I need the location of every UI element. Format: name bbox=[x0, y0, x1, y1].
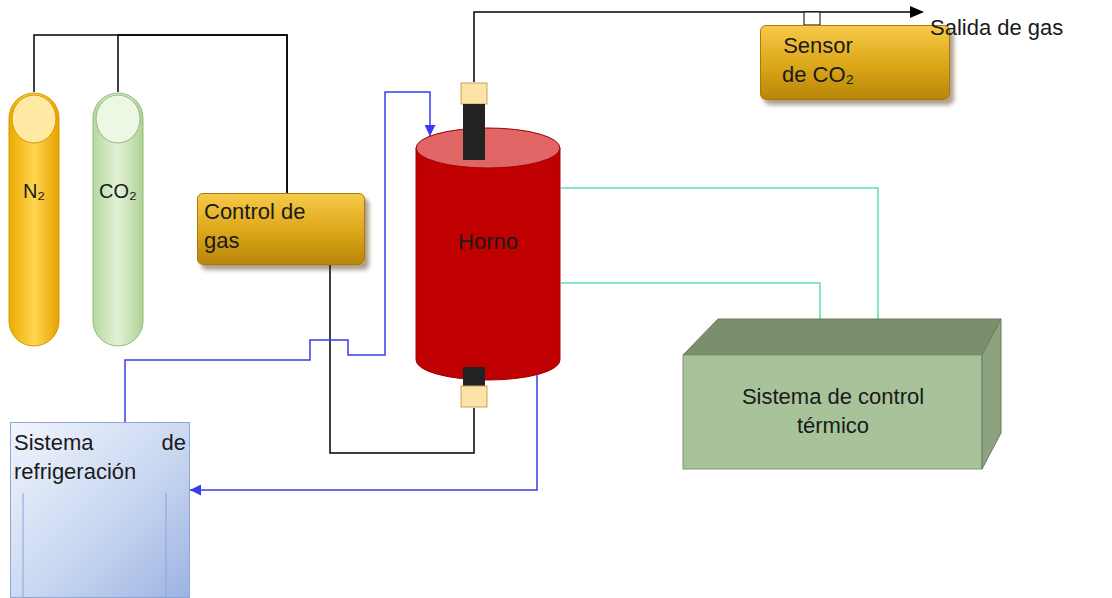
node-text: Horno bbox=[415, 228, 561, 257]
node-text: CO₂ bbox=[92, 178, 144, 204]
node-text: Sensor de CO₂ bbox=[771, 32, 865, 89]
furnace-cylinder: Horno bbox=[415, 82, 561, 408]
text-group: N₂ bbox=[8, 178, 60, 204]
node-text: N₂ bbox=[8, 178, 60, 204]
connector bbox=[561, 188, 878, 319]
gas-cylinder: N₂ bbox=[8, 92, 60, 347]
text-group: Sistema de refrigeración bbox=[14, 429, 186, 486]
connector bbox=[561, 283, 820, 319]
gas-cylinder: CO₂ bbox=[92, 92, 144, 347]
sensor-tap bbox=[804, 12, 820, 25]
text-group: Sistema de control térmico bbox=[722, 383, 944, 440]
gas-outlet-arrowhead bbox=[910, 6, 924, 18]
control-box-3d: Sistema de control térmico bbox=[680, 318, 1002, 470]
node-text: Control de gas bbox=[204, 198, 332, 255]
gas-cylinder-shape bbox=[92, 92, 144, 347]
connector bbox=[125, 92, 430, 422]
text-group: Control de gas bbox=[204, 198, 332, 255]
connector bbox=[190, 375, 537, 490]
gas-cylinder-shape bbox=[8, 92, 60, 347]
sensor-box: Sensor de CO₂ bbox=[760, 25, 950, 100]
gas-outlet-line bbox=[812, 11, 912, 13]
cooling-unit: Sistema de refrigeración bbox=[10, 422, 190, 598]
text-group: Horno bbox=[415, 228, 561, 257]
text-group: Sensor de CO₂ bbox=[771, 32, 865, 89]
connector bbox=[34, 35, 287, 193]
text-group: CO₂ bbox=[92, 178, 144, 204]
process-box: Control de gas bbox=[197, 193, 365, 265]
node-text: Sistema de control térmico bbox=[722, 383, 944, 440]
node-text: Sistema de refrigeración bbox=[14, 429, 186, 486]
outlet-label: Salida de gas bbox=[930, 14, 1063, 43]
